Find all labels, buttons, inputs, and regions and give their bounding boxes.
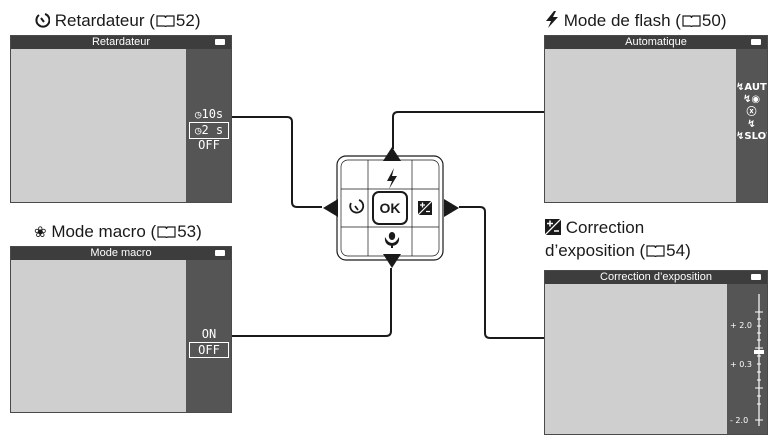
macro-screen: Mode macro ON OFF: [10, 246, 232, 413]
exposure-compensation-icon: [545, 219, 561, 235]
self-timer-screen: Retardateur ◷10s ◷2 s OFF: [10, 35, 232, 203]
book-reference-icon: [156, 15, 175, 27]
exposure-screen: Correction d’exposition + 2.0: [544, 270, 768, 435]
exposure-scale[interactable]: [727, 284, 767, 435]
option-flash-auto[interactable]: ↯AUTO: [736, 82, 767, 93]
screen-title: Retardateur: [91, 36, 151, 48]
connector-self-timer: [232, 116, 322, 208]
exposure-compensation-icon: [417, 200, 433, 216]
book-reference-icon: [157, 226, 176, 238]
arrow-right: [444, 199, 459, 217]
self-timer-icon: ◷: [194, 124, 202, 137]
arrow-up: [383, 147, 401, 161]
arrow-left: [323, 199, 338, 217]
exposure-heading: Correction: [545, 218, 644, 238]
macro-icon: [384, 232, 400, 248]
option-flash-red-eye[interactable]: ↯◉: [742, 94, 761, 105]
flash-screen: Automatique ↯AUTO ↯◉ ⓧ ↯ ↯SLOW: [544, 35, 768, 203]
self-timer-icon: [349, 199, 365, 214]
self-timer-icon: [35, 13, 50, 28]
option-flash-off[interactable]: ⓧ: [746, 107, 757, 118]
connector-macro: [232, 268, 392, 337]
multi-selector: [323, 147, 459, 268]
option-flash-fill[interactable]: ↯: [747, 119, 756, 130]
connector-flash: [392, 111, 544, 149]
option-10s[interactable]: ◷10s: [194, 107, 224, 121]
scale-label-min: - 2.0: [730, 416, 749, 425]
exposure-marker: [754, 350, 764, 354]
option-off[interactable]: OFF: [189, 342, 229, 358]
flash-icon: [387, 168, 397, 189]
scale-label-max: + 2.0: [730, 321, 752, 330]
arrow-down: [383, 254, 401, 268]
flash-icon: [546, 11, 558, 28]
macro-icon: ❀: [34, 224, 47, 241]
screen-title: Mode macro: [90, 247, 152, 259]
scale-label-current: + 0.3: [730, 360, 752, 369]
flash-heading: Mode de flash (50): [545, 11, 727, 31]
book-reference-icon: [646, 245, 665, 257]
battery-icon: [751, 39, 761, 45]
exposure-heading-line2: d’exposition (54): [545, 241, 691, 260]
self-timer-heading: Retardateur (52): [34, 11, 200, 31]
option-flash-slow[interactable]: ↯SLOW: [736, 131, 767, 142]
battery-icon: [215, 39, 225, 45]
option-off[interactable]: OFF: [198, 138, 220, 152]
battery-icon: [751, 274, 761, 280]
battery-icon: [215, 250, 225, 256]
macro-heading: ❀ Mode macro (53): [34, 222, 202, 241]
option-2s[interactable]: ◷2 s: [189, 122, 229, 139]
book-reference-icon: [682, 15, 701, 27]
ok-button[interactable]: OK: [379, 200, 401, 216]
self-timer-icon: ◷: [194, 108, 202, 121]
screen-title: Correction d’exposition: [600, 271, 712, 283]
connector-exposure: [459, 206, 544, 339]
option-on[interactable]: ON: [201, 327, 217, 341]
screen-title: Automatique: [625, 36, 687, 48]
